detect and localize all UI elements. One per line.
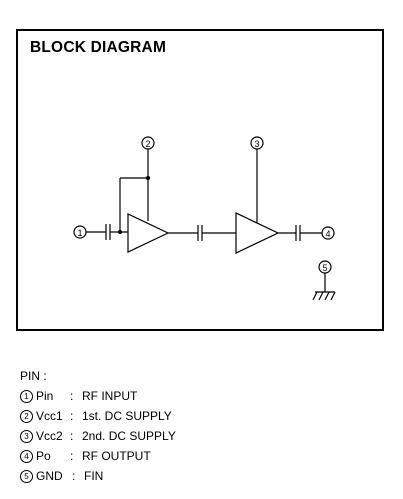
node-3-circle <box>250 136 264 150</box>
pin-description: RF OUTPUT <box>82 449 151 463</box>
node-4-label: 4 <box>325 229 330 239</box>
pin-name: Po <box>36 449 51 463</box>
pin-number-badge: 2 <box>20 410 33 423</box>
pin-description: RF INPUT <box>82 389 138 403</box>
pin-description: 2nd. DC SUPPLY <box>82 429 176 443</box>
node-1-label: 1 <box>77 228 82 238</box>
pin-list-heading: PIN : <box>20 369 47 383</box>
junction-dot-bias <box>146 176 150 180</box>
node-4-circle <box>321 226 335 240</box>
pin-name: GND <box>36 469 63 483</box>
pin-name: Vcc1 <box>36 409 63 423</box>
block-diagram-schematic: 1 2 3 4 5 <box>73 136 336 301</box>
pin-number-badge: 4 <box>20 450 33 463</box>
ground-hatch-1 <box>312 291 318 301</box>
pin-name: Vcc2 <box>36 429 63 443</box>
ground-hatch-4 <box>330 291 336 301</box>
junction-dot-input <box>118 230 122 234</box>
pin-number-badge: 3 <box>20 430 33 443</box>
node-2-circle <box>141 136 155 150</box>
ground-hatch-2 <box>318 291 324 301</box>
node-5-label: 5 <box>322 263 327 273</box>
pin-description: FIN <box>84 469 104 483</box>
diagram-title: BLOCK DIAGRAM <box>30 39 167 56</box>
pin-number-badge: 5 <box>20 470 33 483</box>
node-2-label: 2 <box>145 139 150 149</box>
ground-hatch-3 <box>324 291 330 301</box>
block-diagram-frame: BLOCK DIAGRAM <box>16 29 384 331</box>
pin-number-badge: 1 <box>20 390 33 403</box>
amplifier-1 <box>127 213 170 253</box>
node-3-label: 3 <box>254 139 259 149</box>
pin-name: Pin <box>36 389 54 403</box>
pin-description: 1st. DC SUPPLY <box>82 409 172 423</box>
